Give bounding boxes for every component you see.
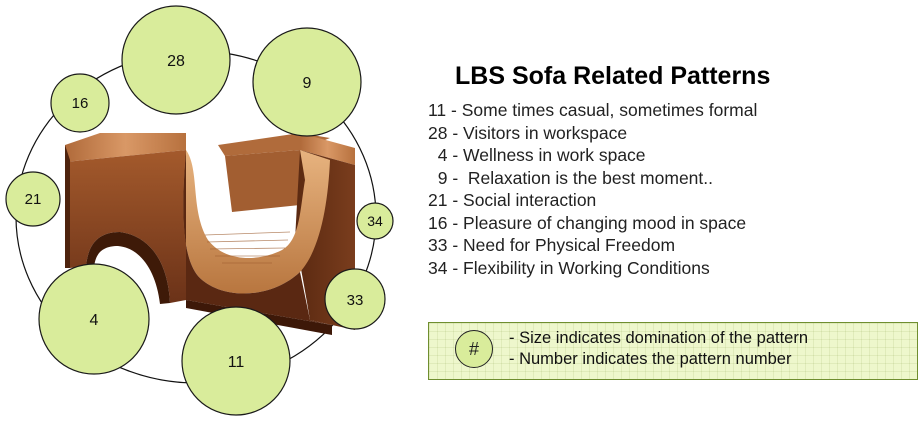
bubble-11: 11 — [181, 306, 291, 416]
legend-line-number: - Number indicates the pattern number — [509, 350, 792, 368]
pattern-item: 34 - Flexibility in Working Conditions — [428, 257, 710, 278]
pattern-item: 11 - Some times casual, sometimes formal — [428, 100, 758, 120]
panel-title: LBS Sofa Related Patterns — [455, 62, 771, 90]
bubble-9-label: 9 — [303, 75, 312, 92]
pattern-item: 16 - Pleasure of changing mood in space — [428, 212, 747, 233]
bubble-34-label: 34 — [367, 213, 383, 229]
bubble-33-label: 33 — [347, 292, 364, 309]
pattern-item: 21 - Social interaction — [428, 190, 597, 210]
bubble-21-label: 21 — [25, 191, 42, 208]
bubble-11-label: 11 — [228, 354, 245, 371]
bubble-21: 21 — [5, 171, 61, 227]
bubble-4-label: 4 — [90, 312, 99, 329]
pattern-bubble-diagram: 28 9 16 21 34 33 4 11 — [5, 5, 394, 416]
legend-text: - Size indicates domination of the patte… — [509, 328, 808, 370]
bubble-16: 16 — [50, 73, 110, 133]
bubble-28: 28 — [121, 5, 231, 115]
legend-line-size: - Size indicates domination of the patte… — [509, 329, 809, 347]
pattern-item: 4 - Wellness in work space — [428, 145, 646, 165]
bubble-16-label: 16 — [72, 95, 89, 112]
bubble-28-label: 28 — [167, 53, 185, 70]
pattern-item: 33 - Need for Physical Freedom — [428, 235, 676, 255]
bubble-9: 9 — [252, 27, 362, 137]
pattern-list: 11 - Some times casual, sometimes formal… — [428, 99, 757, 279]
pattern-item: 28 - Visitors in workspace — [428, 122, 628, 143]
bubble-4: 4 — [38, 263, 150, 375]
pattern-item: 9 - Relaxation is the best moment.. — [428, 167, 713, 188]
bubble-34: 34 — [356, 202, 394, 240]
legend-box: # - Size indicates domination of the pat… — [428, 322, 918, 380]
legend-symbol: # — [455, 330, 493, 368]
bubble-33: 33 — [324, 268, 386, 330]
